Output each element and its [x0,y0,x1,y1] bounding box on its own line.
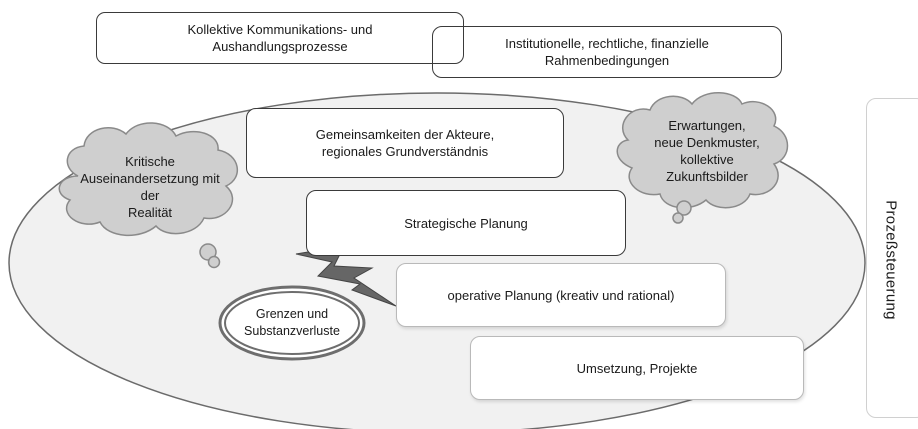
box-operative-planung: operative Planung (kreativ und rational) [396,263,726,327]
grenzen-text: Grenzen und Substanzverluste [244,307,340,338]
thought-cloud-left [58,122,239,269]
grenzen-ellipse-inner [224,291,360,355]
thought-cloud-right [616,92,789,224]
box-strategische-planung: Strategische Planung [306,190,626,256]
box-gemeinsamkeiten: Gemeinsamkeiten der Akteure, regionales … [246,108,564,178]
grenzen-ellipse-outer [218,285,366,361]
box-kommunikation: Kollektive Kommunikations- und Aushandlu… [96,12,464,64]
box-rahmenbedingungen: Institutionelle, rechtliche, finanzielle… [432,26,782,78]
cloud-text-kritisch: Kritische Auseinandersetzung mit der Rea… [80,154,220,220]
side-panel [866,98,918,418]
side-label-prozesssteuerung: Prozeßsteuerung [882,200,900,320]
box-umsetzung: Umsetzung, Projekte [470,336,804,400]
cloud-text-erwartungen: Erwartungen, neue Denkmuster, kollektive… [654,118,760,184]
